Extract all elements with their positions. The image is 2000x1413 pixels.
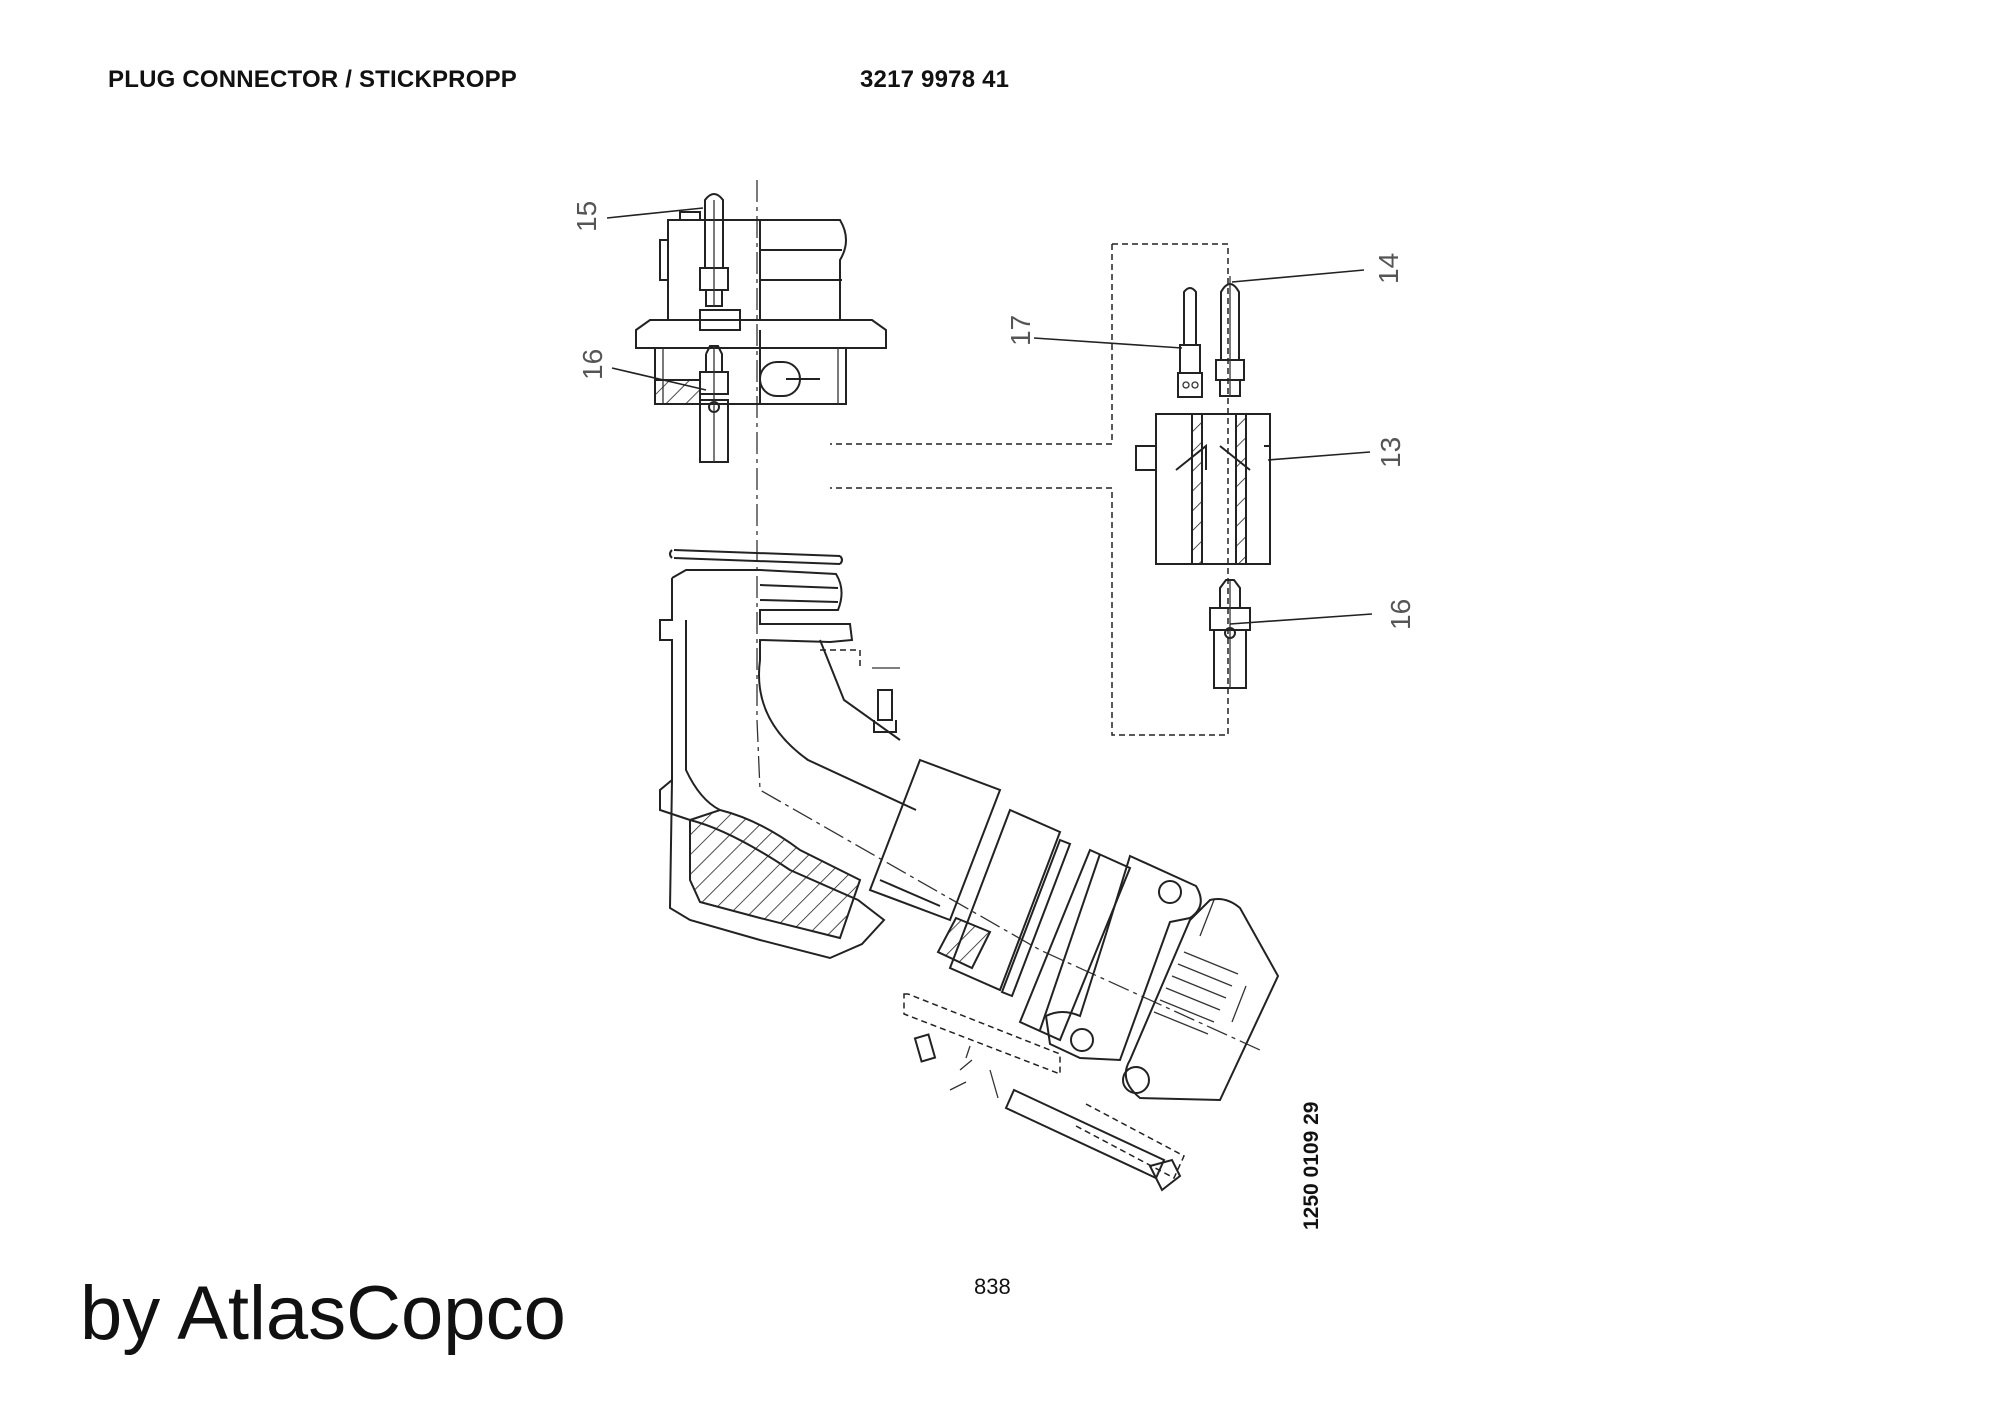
angled-housing bbox=[659, 569, 917, 960]
callout-16-upper: 16 bbox=[577, 349, 608, 380]
callout-14: 14 bbox=[1373, 253, 1404, 284]
insulator-insert-13 bbox=[1135, 413, 1271, 565]
contact-pin-17 bbox=[1177, 287, 1203, 398]
contact-pin-14 bbox=[1215, 276, 1245, 397]
callout-16-lower: 16 bbox=[1385, 599, 1416, 630]
leader-16-lower bbox=[1229, 613, 1373, 625]
leader-13 bbox=[1267, 451, 1371, 461]
dashed-detail-frame bbox=[830, 243, 1229, 736]
document-title: PLUG CONNECTOR / STICKPROPP bbox=[108, 66, 517, 93]
cable-clamp bbox=[1044, 854, 1280, 1102]
cable-gland bbox=[868, 758, 1132, 1042]
main-centerline bbox=[756, 180, 1261, 1051]
drawing-code: 1250 0109 29 bbox=[1300, 1101, 1323, 1230]
callout-13: 13 bbox=[1375, 437, 1406, 468]
fixing-screw bbox=[820, 649, 900, 733]
clamp-screw-group bbox=[903, 993, 1185, 1192]
callout-15: 15 bbox=[571, 201, 602, 232]
brand-watermark: by AtlasCopco bbox=[80, 1271, 566, 1356]
part-number: 3217 9978 41 bbox=[860, 66, 1010, 93]
leader-15 bbox=[606, 207, 704, 219]
contact-socket-16-upper bbox=[699, 345, 729, 463]
page-number: 838 bbox=[974, 1274, 1011, 1299]
leader-14 bbox=[1231, 269, 1365, 283]
leader-17 bbox=[1033, 337, 1183, 349]
upper-housing bbox=[635, 211, 887, 405]
callout-17: 17 bbox=[1005, 315, 1036, 346]
contact-socket-16-lower bbox=[1209, 579, 1251, 689]
leader-16-upper bbox=[611, 367, 707, 391]
contact-pin-15 bbox=[699, 193, 729, 307]
o-ring-seal bbox=[669, 549, 843, 565]
